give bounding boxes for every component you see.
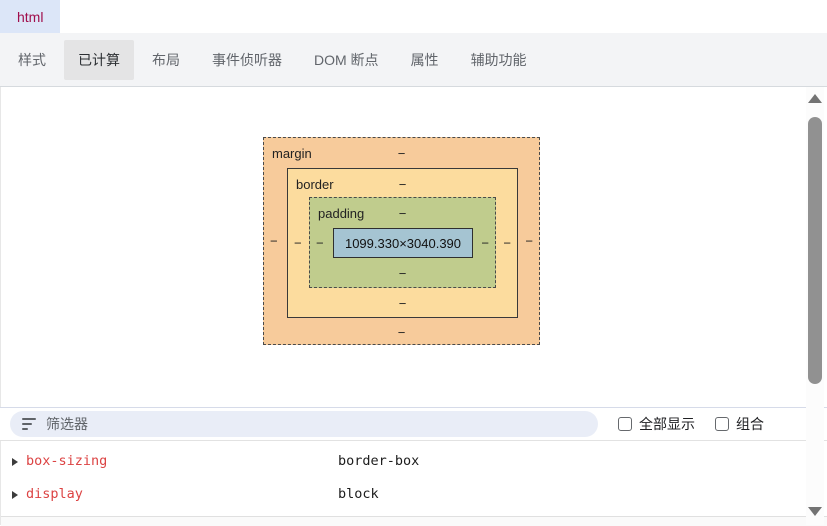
group-label: 组合 (736, 416, 764, 432)
filter-input[interactable] (46, 416, 586, 432)
scroll-down-arrow-icon[interactable] (808, 507, 822, 516)
box-model-content[interactable]: 1099.330×3040.390 (333, 228, 473, 258)
filter-field[interactable] (10, 411, 598, 437)
breadcrumb-item-html[interactable]: html (0, 0, 61, 33)
margin-label: margin (272, 146, 312, 161)
box-model-padding[interactable]: padding − − − − 1099.330×3040.390 (309, 197, 496, 288)
padding-label: padding (318, 206, 365, 221)
tab-computed[interactable]: 已计算 (64, 39, 134, 80)
property-value: block (338, 486, 379, 502)
margin-bottom-value[interactable]: − (397, 325, 406, 340)
property-row-display[interactable]: display block (1, 478, 827, 511)
box-model-margin[interactable]: margin − − − − border − − − − padding − … (263, 137, 540, 345)
box-model-border[interactable]: border − − − − padding − − − − 1099.330×… (287, 168, 518, 318)
padding-top-value[interactable]: − (398, 206, 407, 221)
border-right-value[interactable]: − (503, 235, 511, 251)
computed-pane: margin − − − − border − − − − padding − … (0, 87, 827, 407)
border-left-value[interactable]: − (294, 235, 302, 251)
margin-left-value[interactable]: − (270, 233, 278, 249)
border-bottom-value[interactable]: − (398, 296, 407, 311)
filter-icon (22, 418, 36, 430)
computed-properties-list: box-sizing border-box display block (0, 441, 827, 526)
vertical-scrollbar[interactable] (806, 87, 824, 525)
tab-event-listeners[interactable]: 事件侦听器 (212, 51, 282, 68)
filter-bar: 全部显示 组合 (0, 407, 827, 441)
padding-bottom-value[interactable]: − (398, 266, 407, 281)
tab-styles[interactable]: 样式 (18, 51, 46, 68)
padding-right-value[interactable]: − (481, 235, 489, 250)
scrollbar-thumb[interactable] (808, 117, 822, 384)
tab-accessibility[interactable]: 辅助功能 (470, 51, 527, 68)
disclosure-triangle-icon[interactable] (12, 490, 18, 499)
show-all-checkbox-group[interactable]: 全部显示 (618, 414, 695, 434)
section-divider (1, 516, 827, 517)
panel-tab-bar: 样式 已计算 布局 事件侦听器 DOM 断点 属性 辅助功能 (0, 33, 827, 87)
tab-layout[interactable]: 布局 (152, 51, 180, 68)
padding-left-value[interactable]: − (316, 235, 324, 250)
element-breadcrumb-bar: html (0, 0, 827, 33)
scroll-up-arrow-icon[interactable] (808, 94, 822, 103)
show-all-checkbox[interactable] (618, 417, 632, 431)
group-checkbox-group[interactable]: 组合 (715, 414, 764, 434)
tab-properties[interactable]: 属性 (410, 51, 439, 68)
tab-dom-breakpoints[interactable]: DOM 断点 (314, 51, 379, 68)
group-checkbox[interactable] (715, 417, 729, 431)
breadcrumb-tag-label: html (17, 8, 44, 25)
show-all-label: 全部显示 (639, 416, 695, 432)
disclosure-triangle-icon[interactable] (12, 457, 18, 466)
property-name: display (26, 486, 83, 502)
property-name: box-sizing (26, 453, 108, 469)
property-value: border-box (338, 453, 420, 469)
next-section-strip (1, 517, 827, 526)
border-top-value[interactable]: − (398, 177, 407, 192)
content-size-value: 1099.330×3040.390 (344, 235, 462, 251)
margin-top-value[interactable]: − (397, 146, 406, 161)
property-row-box-sizing[interactable]: box-sizing border-box (1, 445, 827, 478)
border-label: border (296, 177, 334, 192)
margin-right-value[interactable]: − (525, 233, 533, 249)
